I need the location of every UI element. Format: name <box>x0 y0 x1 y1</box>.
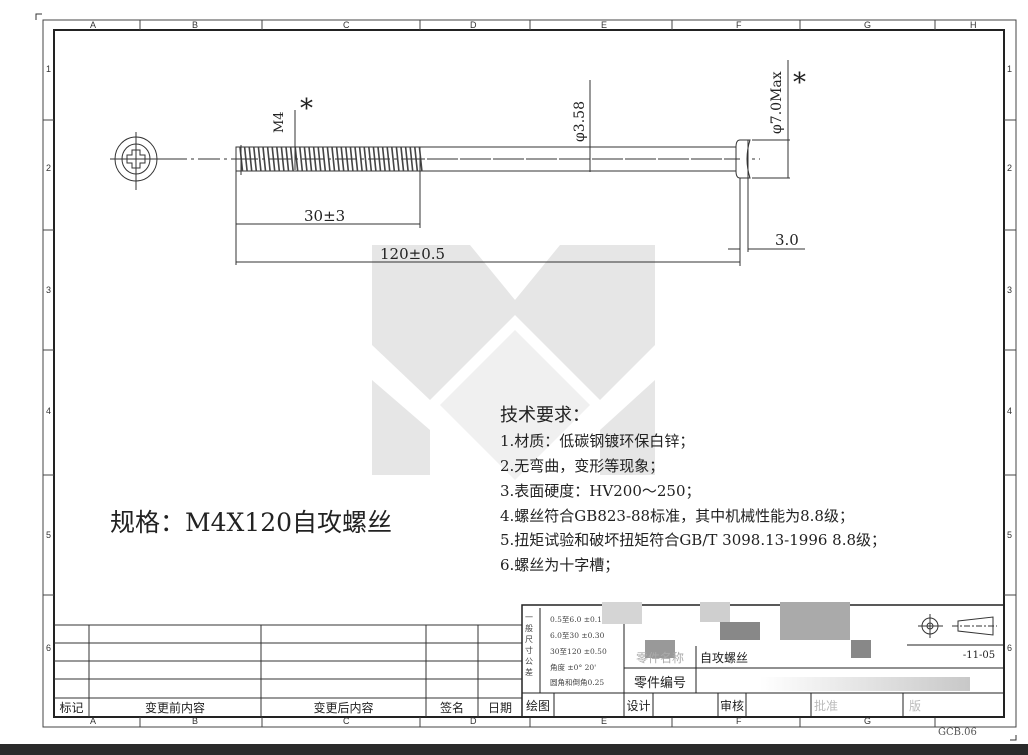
thread-line <box>391 146 396 172</box>
zone-label: 6 <box>1007 643 1013 653</box>
zone-label: D <box>470 20 477 30</box>
approve-label: 批准 <box>813 698 838 713</box>
dim-total-length: 120±0.5 <box>380 245 446 263</box>
tech-requirements-title: 技术要求： <box>500 405 590 426</box>
zone-label: H <box>970 20 977 30</box>
drawn-by-label: 绘图 <box>525 698 550 713</box>
thread-line <box>363 146 368 172</box>
redacted-area <box>645 640 675 658</box>
zone-label: 1 <box>46 64 52 74</box>
zone-label: A <box>90 716 97 726</box>
tolerance-label: 一般尺寸公差 <box>525 613 533 677</box>
zone-label: 4 <box>46 406 52 416</box>
zone-label: G <box>864 716 872 726</box>
design-label: 设计 <box>626 698 651 713</box>
dim-shank-diameter: φ3.58 <box>572 101 588 142</box>
zone-label: 4 <box>1007 406 1013 416</box>
tolerance-row: 角度 ±0° 20' <box>550 663 597 672</box>
revision-header: 签名 <box>439 701 464 715</box>
redacted-area <box>851 640 871 658</box>
redacted-area <box>780 602 850 640</box>
zone-label: E <box>601 20 608 30</box>
screw-end-view <box>110 132 165 190</box>
zone-label: G <box>864 20 872 30</box>
thread-line <box>322 146 327 172</box>
part-number-label: 零件编号 <box>633 675 686 691</box>
zone-label: F <box>736 20 742 30</box>
tolerance-row: 圆角和倒角0.25 <box>550 678 605 687</box>
critical-mark: * <box>300 94 313 124</box>
tech-requirement: 6.螺丝为十字槽； <box>500 556 620 574</box>
dim-head-height: 3.0 <box>775 231 799 249</box>
tolerance-row: 30至120 ±0.50 <box>550 647 607 656</box>
redacted-area <box>700 602 730 622</box>
zone-label: C <box>343 716 350 726</box>
tech-requirement: 3.表面硬度：HV200～250； <box>500 482 701 500</box>
part-name-label: 零件名称 <box>635 650 684 665</box>
zone-label: 6 <box>46 643 52 653</box>
thread-line <box>289 146 294 172</box>
review-label: 审核 <box>719 698 744 713</box>
thread-line <box>395 146 400 172</box>
tech-requirement: 2.无弯曲，变形等现象； <box>500 457 665 475</box>
revision-header: 变更后内容 <box>313 701 374 715</box>
part-name: 自攻螺丝 <box>700 650 749 665</box>
drawing-code: GCB.06 <box>938 727 977 738</box>
tech-requirement: 4.螺丝符合GB823-88标准，其中机械性能为8.8级； <box>500 507 854 525</box>
redacted-area <box>760 677 970 691</box>
zone-label: 2 <box>46 163 52 173</box>
zone-label: C <box>343 20 350 30</box>
tech-requirement: 1.材质：低碳钢镀环保白锌； <box>500 432 695 450</box>
projection-symbol <box>918 614 997 638</box>
tech-requirement: 5.扭矩试验和破坏扭矩符合GB/T 3098.13-1996 8.8级； <box>500 531 887 549</box>
zone-label: 2 <box>1007 163 1013 173</box>
zone-label: F <box>736 716 742 726</box>
thread-line <box>257 146 262 172</box>
dim-thread-size: M4 <box>272 111 287 133</box>
thread-line <box>358 146 363 172</box>
zone-label: 1 <box>1007 64 1013 74</box>
zone-label: 5 <box>1007 530 1013 540</box>
tolerance-row: 6.0至30 ±0.30 <box>550 631 605 640</box>
zone-label: 5 <box>46 530 52 540</box>
zone-label: D <box>470 716 477 726</box>
zone-label: B <box>192 20 199 30</box>
zone-label: B <box>192 716 199 726</box>
zone-label: A <box>90 20 97 30</box>
redacted-area <box>720 622 760 640</box>
drawing-date: -11-05 <box>962 649 996 661</box>
watermark-logo <box>372 245 655 480</box>
thread-line <box>299 146 304 172</box>
revision-header: 变更前内容 <box>144 701 205 715</box>
thread-line <box>331 146 336 172</box>
redacted-area <box>602 602 642 624</box>
zone-label: 3 <box>1007 285 1013 295</box>
zone-label: 3 <box>46 285 52 295</box>
zone-label: E <box>601 716 608 726</box>
dim-thread-length: 30±3 <box>304 207 346 225</box>
spec-title: 规格：M4X120自攻螺丝 <box>110 508 393 537</box>
revision-header: 标记 <box>59 701 84 715</box>
version-label: 版 <box>908 698 921 713</box>
tolerance-row: 0.5至6.0 ±0.1 <box>550 615 602 624</box>
thread-line <box>266 146 271 172</box>
dim-head-diameter: φ7.0Max <box>769 71 785 134</box>
critical-mark: * <box>793 68 806 98</box>
revision-header: 日期 <box>487 701 512 715</box>
